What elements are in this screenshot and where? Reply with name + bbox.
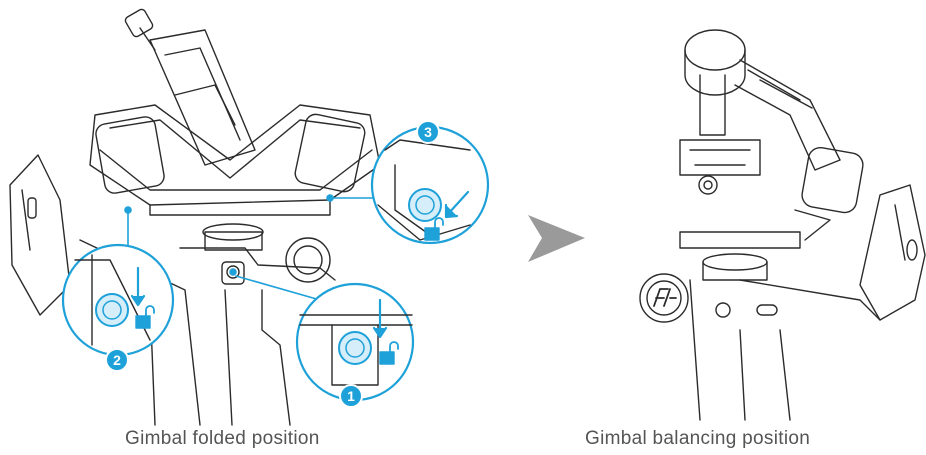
folded-gimbal-illustration <box>9 8 381 426</box>
handle-body <box>689 279 701 421</box>
folded-arms <box>89 104 381 206</box>
step-badge-3: 3 <box>416 120 440 144</box>
callout-leaders <box>124 194 381 301</box>
balancing-gimbal-illustration <box>639 29 926 421</box>
balancing-position-caption: Gimbal balancing position <box>585 428 811 449</box>
step-number-1: 1 <box>347 388 355 404</box>
feiyu-logo-icon <box>639 273 689 323</box>
unlock-icon <box>135 305 155 329</box>
unlock-icon <box>424 217 444 241</box>
unlock-icon <box>379 341 399 365</box>
step-badge-2: 2 <box>105 348 129 372</box>
callout-step-3 <box>370 125 490 245</box>
step-badge-1: 1 <box>339 384 363 408</box>
callout-step-2 <box>61 243 175 357</box>
folded-position-caption: Gimbal folded position <box>125 428 320 449</box>
step-number-2: 2 <box>113 352 121 368</box>
transition-arrow-icon <box>528 215 585 262</box>
camera-plate <box>149 29 256 166</box>
thumb-screw <box>124 8 154 38</box>
handle-wing <box>9 154 71 316</box>
tilt-arm <box>734 59 841 171</box>
step-number-3: 3 <box>424 124 432 140</box>
camera-mount <box>679 139 761 176</box>
callout-step-1 <box>295 282 415 402</box>
handle-wing <box>859 184 926 321</box>
